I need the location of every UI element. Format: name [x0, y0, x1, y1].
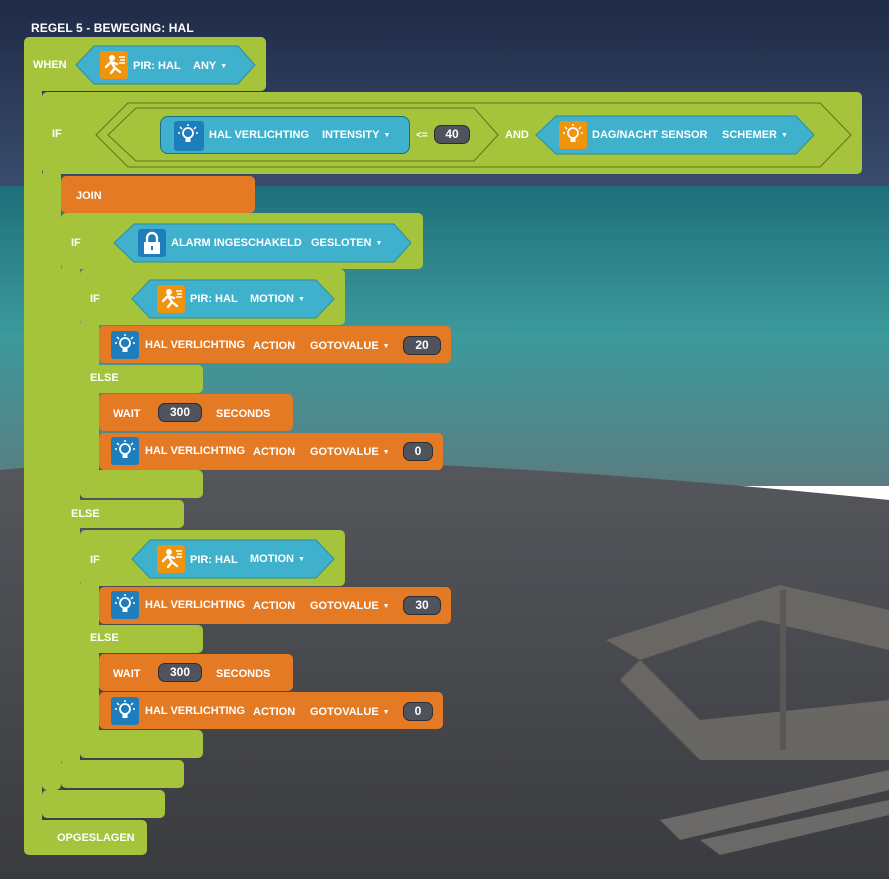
dropdown-arrow-icon: ▼ — [382, 602, 390, 610]
action-keyword: ACTION — [253, 340, 296, 352]
lock-icon — [138, 229, 166, 257]
seconds-label: SECONDS — [216, 408, 271, 420]
pir-device-label: PIR: HAL — [190, 554, 238, 566]
action-type-dropdown[interactable]: GOTOVALUE▼ — [310, 706, 390, 718]
intensity-property-dropdown[interactable]: INTENSITY▼ — [322, 129, 390, 141]
pir-value-dropdown[interactable]: MOTION ▼ — [250, 293, 305, 305]
light-bulb-icon — [111, 437, 139, 465]
daynight-value-dropdown[interactable]: SCHEMER▼ — [722, 129, 788, 141]
action-device-label: HAL VERLICHTING — [145, 705, 246, 717]
action-block-2[interactable] — [99, 433, 443, 470]
motion-sensor-icon — [100, 51, 128, 79]
pir-value-dropdown[interactable]: MOTION ▼ — [250, 553, 305, 565]
join-block[interactable] — [61, 176, 255, 213]
action-type-dropdown[interactable]: GOTOVALUE▼ — [310, 340, 390, 352]
and-keyword: AND — [505, 129, 529, 141]
action-type-text: GOTOVALUE — [310, 446, 379, 458]
action-value-input[interactable]: 0 — [403, 442, 433, 461]
pir-value-text: MOTION — [250, 293, 294, 305]
action-keyword: ACTION — [253, 446, 296, 458]
else-keyword: ELSE — [71, 508, 100, 520]
wait-keyword: WAIT — [113, 668, 141, 680]
light-bulb-icon — [559, 121, 587, 149]
intensity-threshold-input[interactable]: 40 — [434, 125, 470, 144]
else-keyword: ELSE — [90, 372, 119, 384]
action-value-input[interactable]: 30 — [403, 596, 441, 615]
dropdown-arrow-icon: ▼ — [298, 295, 305, 303]
else-keyword: ELSE — [90, 632, 119, 644]
dropdown-arrow-icon: ▼ — [220, 62, 228, 70]
action-device-label: HAL VERLICHTING — [145, 599, 246, 611]
saved-status-text: OPGESLAGEN — [57, 832, 135, 844]
operator-label[interactable]: <= — [416, 130, 428, 141]
alarm-hex — [113, 223, 412, 263]
join-keyword: JOIN — [76, 190, 102, 202]
pir-value-text: MOTION — [250, 553, 294, 565]
wait-duration-input[interactable]: 300 — [158, 663, 202, 682]
if-keyword: IF — [52, 128, 62, 140]
action-keyword: ACTION — [253, 600, 296, 612]
when-value-dropdown[interactable]: ANY▼ — [193, 60, 227, 72]
wait-duration-input[interactable]: 300 — [158, 403, 202, 422]
if-keyword: IF — [90, 293, 100, 305]
action-block-1[interactable] — [99, 326, 451, 363]
action-device-label: HAL VERLICHTING — [145, 445, 246, 457]
action-value-input[interactable]: 0 — [403, 702, 433, 721]
action-block-3[interactable] — [99, 587, 451, 624]
saved-status-block — [24, 820, 147, 855]
action-type-text: GOTOVALUE — [310, 600, 379, 612]
intensity-property-text: INTENSITY — [322, 129, 380, 141]
light-bulb-icon — [111, 331, 139, 359]
when-device-label: PIR: HAL — [133, 60, 181, 72]
daynight-value-text: SCHEMER — [722, 129, 778, 141]
action-type-dropdown[interactable]: GOTOVALUE▼ — [310, 446, 390, 458]
dropdown-arrow-icon: ▼ — [383, 131, 391, 139]
light-bulb-icon — [111, 591, 139, 619]
action-keyword: ACTION — [253, 706, 296, 718]
action-type-text: GOTOVALUE — [310, 340, 379, 352]
if-keyword: IF — [90, 554, 100, 566]
alarm-device-label: ALARM INGESCHAKELD — [171, 237, 302, 249]
action-type-dropdown[interactable]: GOTOVALUE▼ — [310, 600, 390, 612]
wait-keyword: WAIT — [113, 408, 141, 420]
light-bulb-icon — [174, 121, 204, 151]
light-bulb-icon — [111, 697, 139, 725]
alarm-value-text: GESLOTEN — [311, 237, 372, 249]
intensity-device-label: HAL VERLICHTING — [209, 129, 310, 141]
action-value-input[interactable]: 20 — [403, 336, 441, 355]
dropdown-arrow-icon: ▼ — [382, 342, 390, 350]
daynight-device-label: DAG/NACHT SENSOR — [592, 129, 708, 141]
when-value-text: ANY — [193, 60, 217, 72]
rule-title: REGEL 5 - BEWEGING: HAL — [31, 21, 194, 35]
dropdown-arrow-icon: ▼ — [382, 708, 390, 716]
alarm-value-dropdown[interactable]: GESLOTEN▼ — [311, 237, 382, 249]
action-device-label: HAL VERLICHTING — [145, 339, 246, 351]
dropdown-arrow-icon: ▼ — [298, 555, 305, 563]
daynight-hex — [535, 115, 815, 155]
dropdown-arrow-icon: ▼ — [375, 239, 383, 247]
motion-sensor-icon — [157, 285, 185, 313]
when-keyword: WHEN — [33, 59, 67, 71]
action-type-text: GOTOVALUE — [310, 706, 379, 718]
seconds-label: SECONDS — [216, 668, 271, 680]
pir-device-label: PIR: HAL — [190, 293, 238, 305]
if-keyword: IF — [71, 237, 81, 249]
dropdown-arrow-icon: ▼ — [382, 448, 390, 456]
dropdown-arrow-icon: ▼ — [781, 131, 788, 139]
motion-sensor-icon — [157, 545, 185, 573]
action-block-4[interactable] — [99, 692, 443, 729]
